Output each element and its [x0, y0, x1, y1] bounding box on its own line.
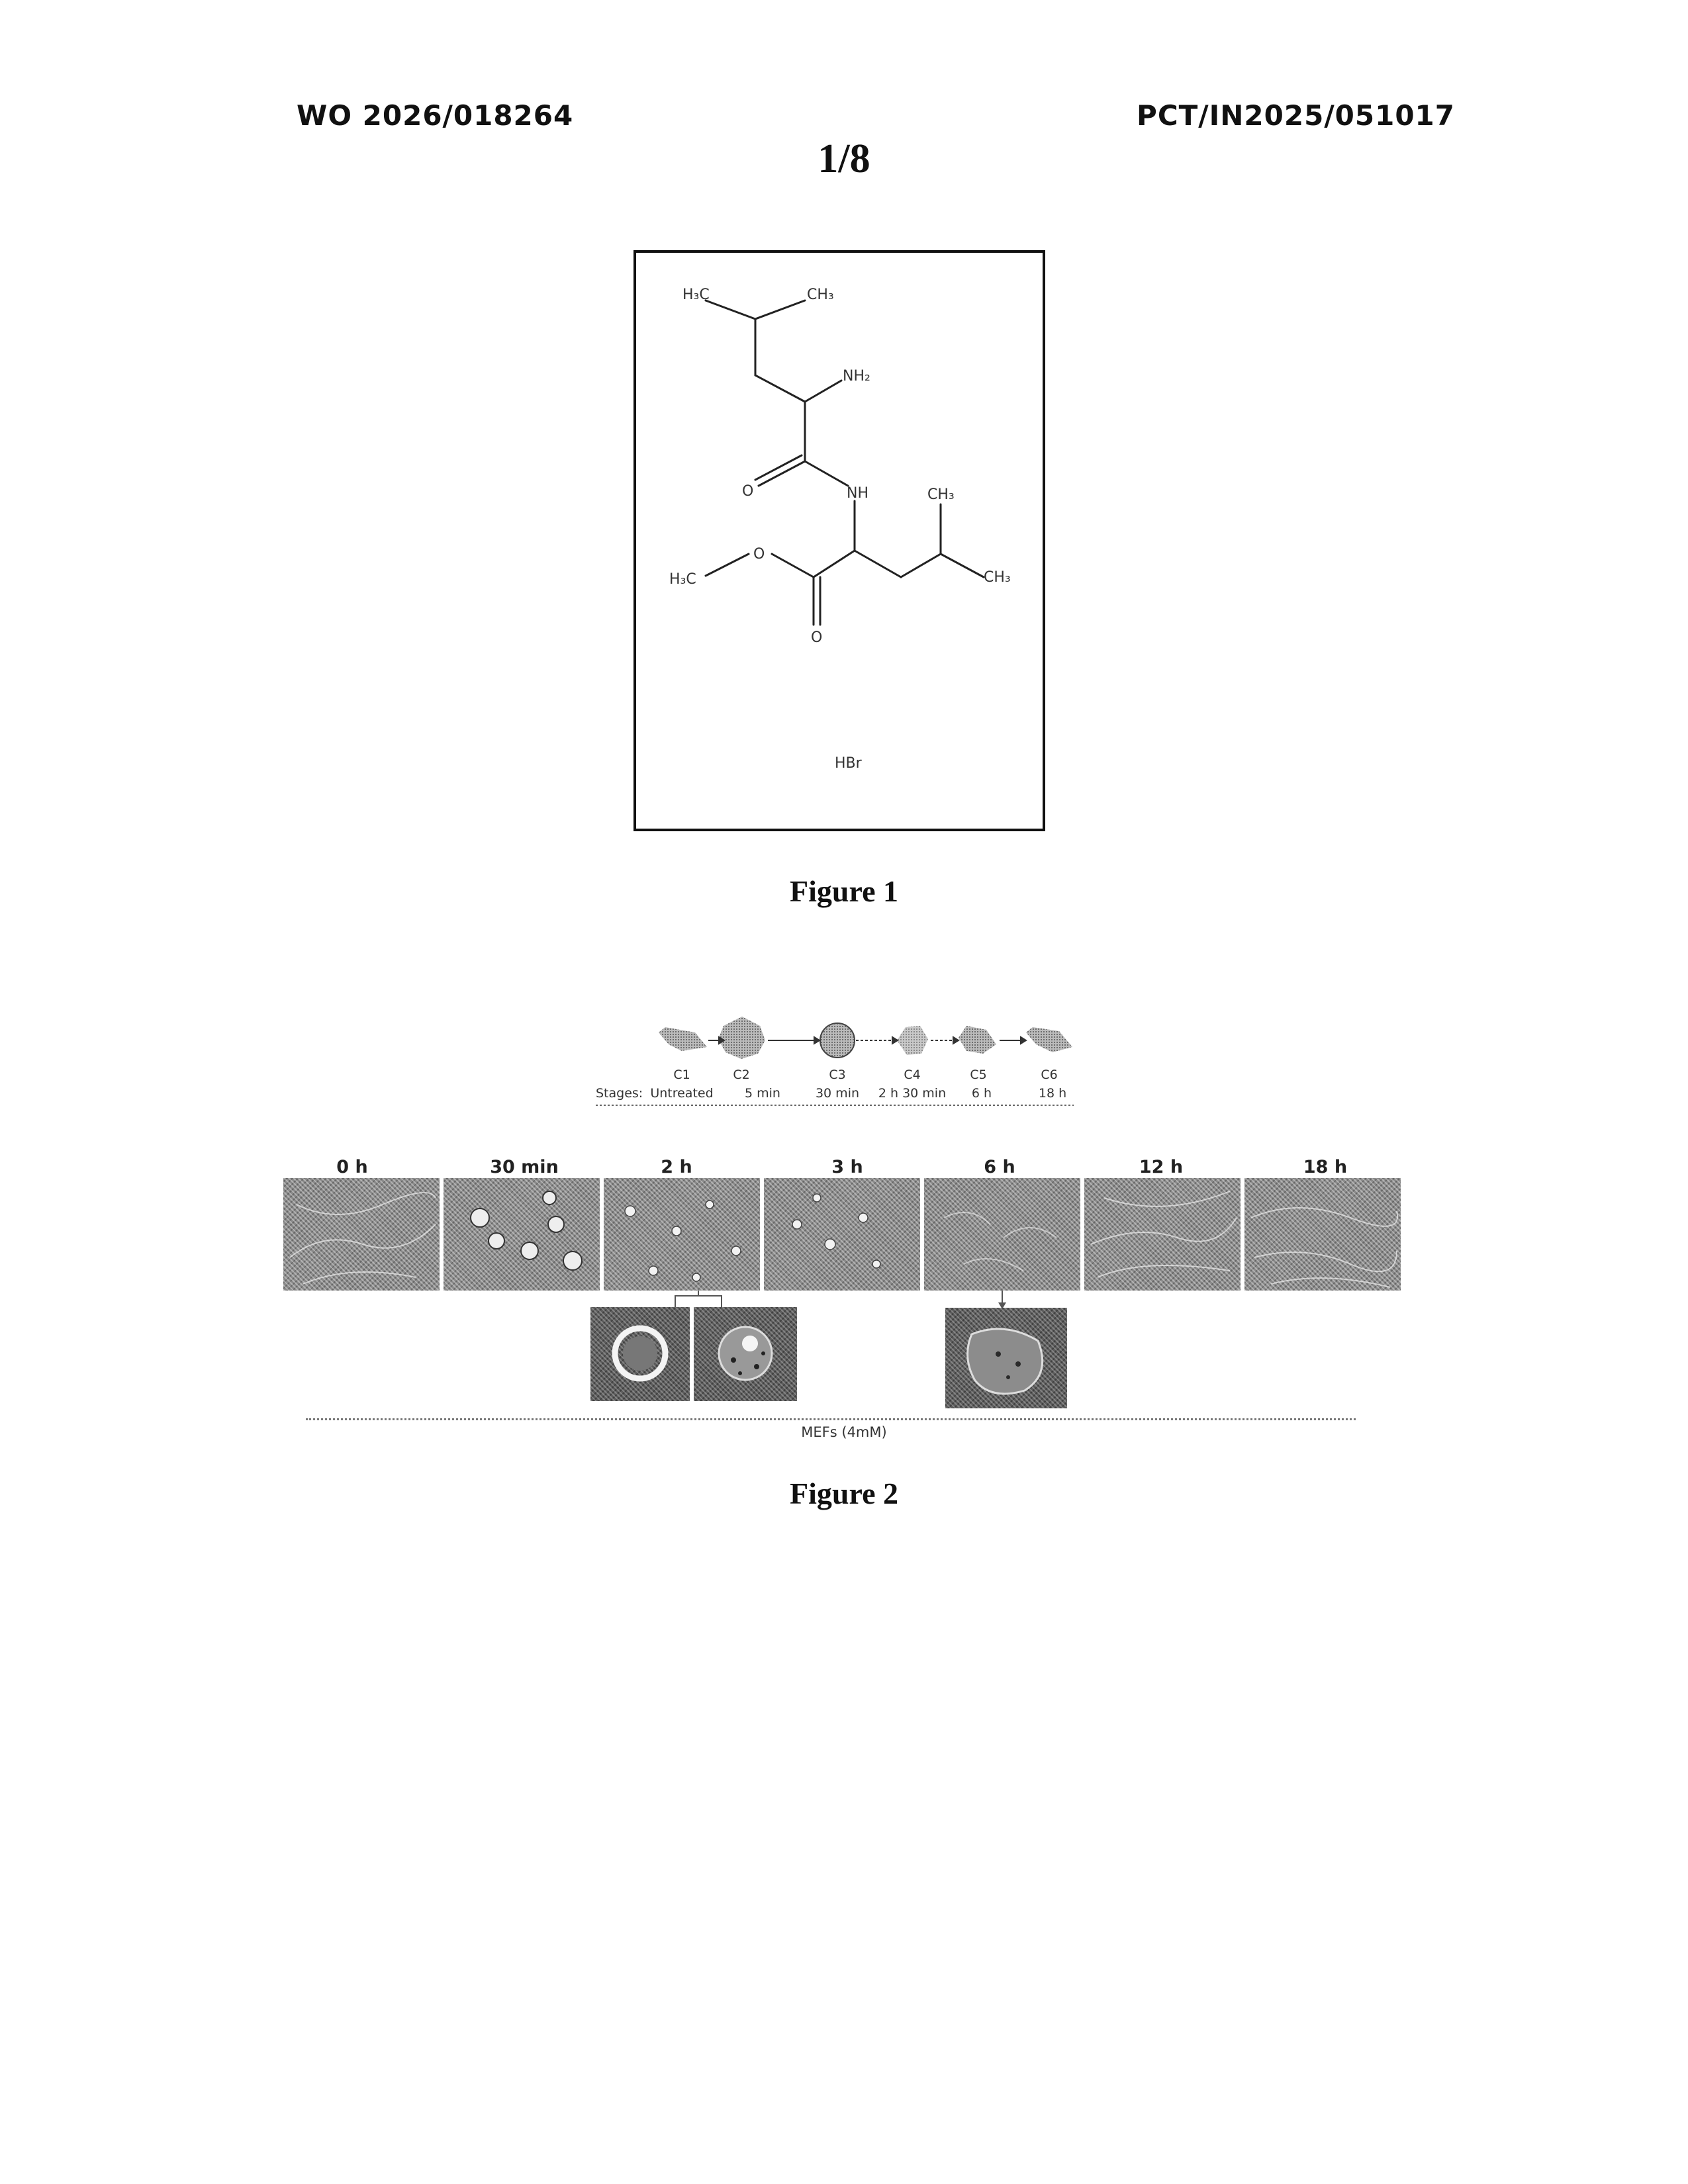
bond [805, 461, 848, 486]
atom-label-o-carbonyl-bottom: O [811, 629, 822, 646]
mefs-divider [306, 1418, 1356, 1420]
cell-shape-c2 [718, 1017, 765, 1059]
timepoint-label: 3 h [768, 1157, 927, 1177]
micrograph-30min [444, 1178, 600, 1291]
stage-code: C6 [1041, 1068, 1057, 1082]
sheet-number: 1/8 [0, 136, 1688, 183]
cell-shape-c5 [959, 1026, 996, 1054]
atom-label-ch3-right-bottom: CH₃ [984, 569, 1011, 586]
cell-texture [444, 1178, 600, 1291]
bond [706, 300, 755, 319]
micrograph-0h [283, 1178, 440, 1291]
cell-texture [604, 1178, 760, 1291]
bond [855, 551, 901, 577]
mefs-label: MEFs (4mM) [0, 1424, 1688, 1440]
bond [901, 554, 941, 577]
zoom-inset-2h-b [694, 1307, 797, 1401]
cell-texture [1244, 1178, 1401, 1291]
arrow-icon [892, 1037, 898, 1044]
cell-texture [283, 1178, 440, 1291]
stage-code: C3 [829, 1068, 845, 1082]
chemical-structure-box: H₃C CH₃ NH₂ NH CH₃ O O H₃C CH₃ O HBr [633, 250, 1045, 831]
stage-time: 6 h [972, 1086, 992, 1101]
stage-time: 30 min [816, 1086, 859, 1101]
bond [814, 551, 855, 577]
stage-time: Untreated [650, 1086, 713, 1101]
cell-texture [945, 1308, 1067, 1408]
atom-label-o-carbonyl: O [742, 483, 753, 500]
cell-texture [764, 1178, 920, 1291]
micrograph-2h [604, 1178, 760, 1291]
timepoint-label: 6 h [920, 1157, 1079, 1177]
atom-label-ch3-right-top: CH₃ [927, 486, 955, 503]
application-number: PCT/IN2025/051017 [1137, 99, 1455, 132]
cell-texture [590, 1307, 690, 1401]
bond [941, 554, 984, 577]
micrograph-18h [1244, 1178, 1401, 1291]
cell-texture [694, 1307, 797, 1401]
cell-shape-c6 [1026, 1027, 1072, 1052]
arrow-icon [1021, 1037, 1026, 1044]
stage-schematic: C1 C2 C3 C4 C5 C6 Stages: Untreated 5 mi… [596, 1013, 1099, 1118]
stage-code: C1 [673, 1068, 690, 1082]
timepoint-label: 30 min [445, 1157, 604, 1177]
stages-prefix: Stages: [596, 1086, 643, 1101]
bond [772, 554, 814, 577]
micrograph-3h [764, 1178, 920, 1291]
atom-label-h3c-top: H₃C [682, 287, 710, 303]
atom-label-ch3-top: CH₃ [807, 287, 834, 303]
zoom-inset-6h [945, 1308, 1067, 1408]
timepoint-label: 2 h [597, 1157, 756, 1177]
chemical-structure-diagram: H₃C CH₃ NH₂ NH CH₃ O O H₃C CH₃ O HBr [636, 253, 1048, 834]
atom-label-o-ester: O [753, 546, 765, 563]
figure-1-caption: Figure 1 [0, 874, 1688, 909]
arrow-icon [953, 1037, 959, 1044]
atom-label-nh2: NH₂ [843, 368, 870, 385]
stage-code: C4 [904, 1068, 920, 1082]
stage-code: C2 [733, 1068, 749, 1082]
bond [706, 554, 749, 576]
stage-code: C5 [970, 1068, 986, 1082]
figure-2-caption: Figure 2 [0, 1476, 1688, 1511]
micrograph-12h [1084, 1178, 1241, 1291]
stage-time: 18 h [1039, 1086, 1066, 1101]
atom-label-h3c-methoxy: H₃C [669, 571, 696, 588]
bond [805, 381, 841, 402]
timepoint-label: 18 h [1246, 1157, 1405, 1177]
cell-shape-c1 [659, 1027, 707, 1051]
zoom-inset-2h-a [590, 1307, 690, 1401]
bond [755, 375, 805, 402]
micrograph-6h [924, 1178, 1080, 1291]
bond [755, 300, 805, 319]
cell-shape-c3 [820, 1023, 855, 1058]
cell-texture [1084, 1178, 1241, 1291]
cell-texture [924, 1178, 1080, 1291]
timepoint-label: 12 h [1082, 1157, 1241, 1177]
stage-time: 2 h 30 min [878, 1086, 946, 1101]
salt-label-hbr: HBr [835, 755, 863, 772]
publication-number: WO 2026/018264 [297, 99, 573, 132]
cell-shape-c4 [897, 1026, 928, 1055]
atom-label-nh: NH [847, 485, 868, 502]
timepoint-label: 0 h [273, 1157, 432, 1177]
stage-time: 5 min [745, 1086, 780, 1101]
arrow-icon [814, 1037, 820, 1044]
